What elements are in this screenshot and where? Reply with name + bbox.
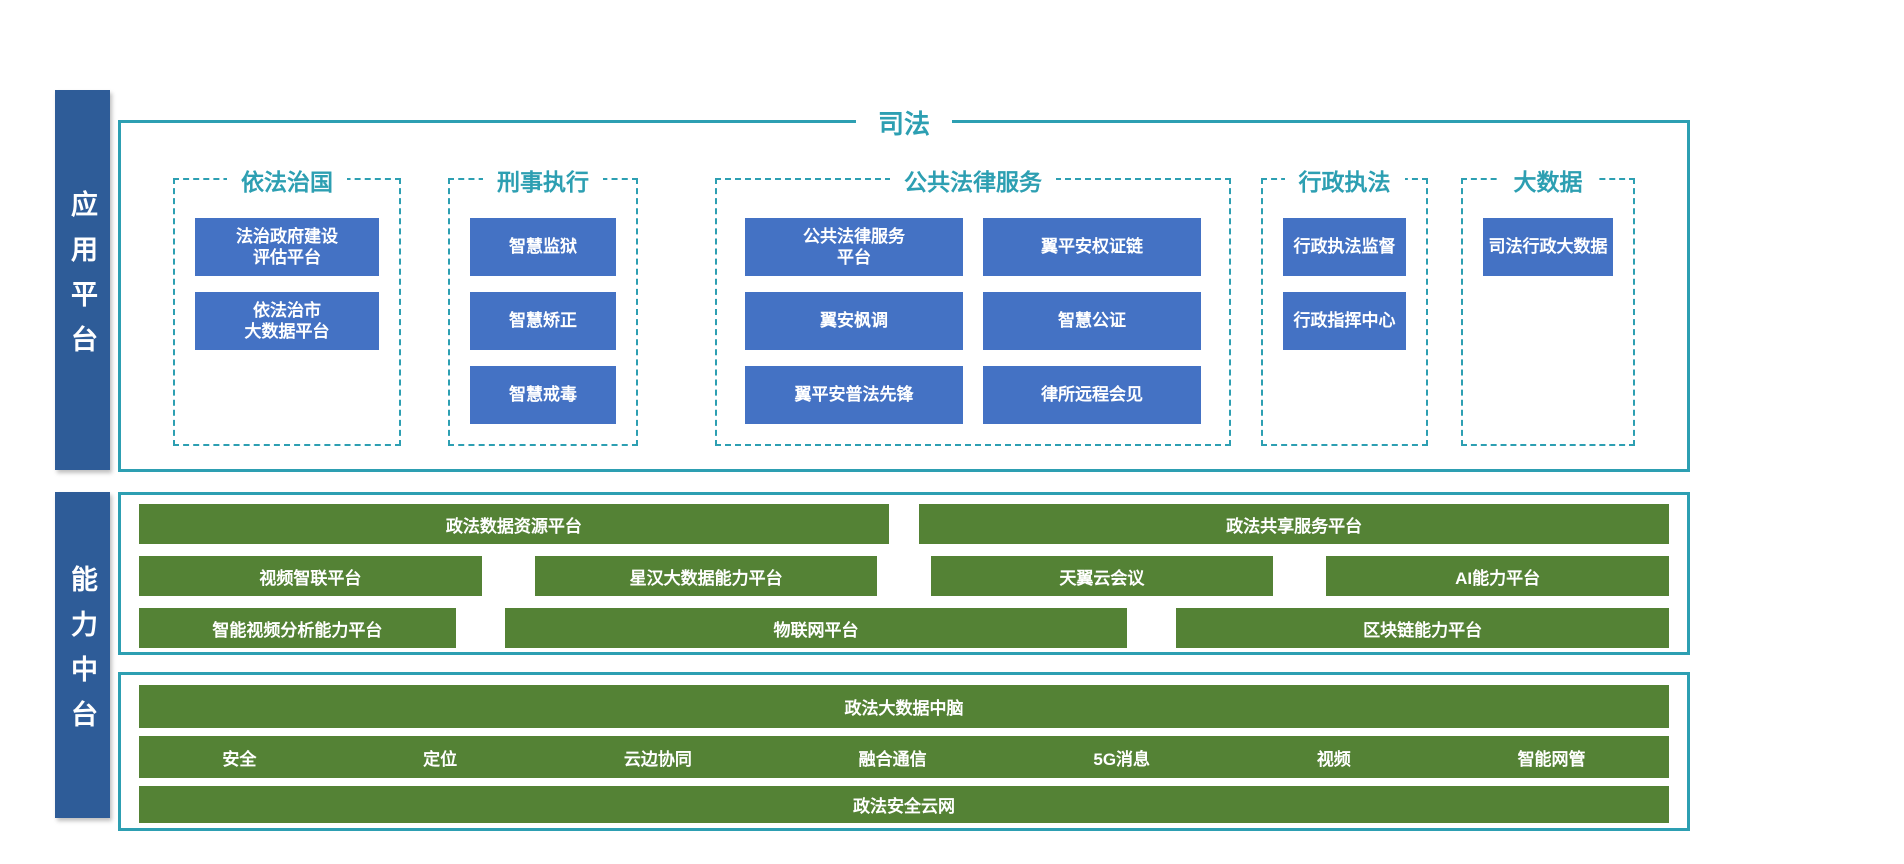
box-title-judiciary: 司法 [855, 104, 953, 141]
app-button: 翼安枫调 [745, 292, 963, 350]
app-button: 翼平安普法先锋 [745, 366, 963, 424]
section-title: 大数据 [1499, 163, 1597, 197]
capability-bar: AI能力平台 [1326, 556, 1669, 596]
capability-bar: 视频智联平台 [139, 556, 482, 596]
network-label: 安全 [222, 749, 257, 769]
network-label: 融合通信 [858, 749, 927, 769]
network-label: 视频 [1316, 749, 1351, 769]
sidebar-label-application-platform: 应用平台 [55, 90, 110, 470]
capability-network-bar: 安全 定位 云边协同 融合通信 5G消息 视频 智能网管 [139, 736, 1669, 778]
application-sections: 依法治国 法治政府建设 评估平台 依法治市 大数据平台 刑事执行 智慧监狱 智慧… [121, 123, 1687, 446]
app-button: 智慧公证 [983, 292, 1201, 350]
sidebar-label-capability-platform: 能力中台 [55, 492, 110, 818]
section-rule-of-law: 依法治国 法治政府建设 评估平台 依法治市 大数据平台 [173, 163, 401, 446]
capability-bar: 政法安全云网 [139, 786, 1669, 823]
app-button: 翼平安权证链 [983, 218, 1201, 276]
app-button: 依法治市 大数据平台 [195, 292, 379, 350]
section-criminal-execution: 刑事执行 智慧监狱 智慧矫正 智慧戒毒 [448, 163, 638, 446]
capability-bar: 星汉大数据能力平台 [534, 556, 878, 596]
capability-bar: 政法共享服务平台 [919, 504, 1669, 544]
capability-bar: 政法数据资源平台 [139, 504, 889, 544]
capability-row: 视频智联平台 星汉大数据能力平台 天翼云会议 AI能力平台 [139, 556, 1669, 596]
capability-row: 政法数据资源平台 政法共享服务平台 [139, 504, 1669, 544]
capability-bar: 智能视频分析能力平台 [139, 608, 456, 648]
app-button: 智慧矫正 [470, 292, 616, 350]
network-label: 智能网管 [1517, 749, 1586, 769]
section-title: 行政执法 [1284, 163, 1405, 197]
section-big-data: 大数据 司法行政大数据 [1461, 163, 1635, 446]
capability-bar: 区块链能力平台 [1176, 608, 1669, 648]
capability-upper-rows: 政法数据资源平台 政法共享服务平台 视频智联平台 星汉大数据能力平台 天翼云会议… [121, 495, 1687, 657]
section-title: 刑事执行 [483, 163, 603, 197]
section-administrative-law-enforcement: 行政执法 行政执法监督 行政指挥中心 [1261, 163, 1428, 446]
capability-bar: 物联网平台 [504, 608, 1128, 648]
section-title: 依法治国 [227, 163, 347, 197]
app-button: 智慧监狱 [470, 218, 616, 276]
capability-row: 智能视频分析能力平台 物联网平台 区块链能力平台 [139, 608, 1669, 648]
application-platform-box: 司法 依法治国 法治政府建设 评估平台 依法治市 大数据平台 刑事执行 智慧监狱… [118, 104, 1690, 472]
app-button: 司法行政大数据 [1483, 218, 1613, 276]
app-button: 公共法律服务 平台 [745, 218, 963, 276]
app-button: 律所远程会见 [983, 366, 1201, 424]
capability-bar: 天翼云会议 [930, 556, 1274, 596]
capability-lower-rows: 政法大数据中脑 安全 定位 云边协同 融合通信 5G消息 视频 智能网管 政法安… [121, 675, 1687, 833]
capability-upper-box: 政法数据资源平台 政法共享服务平台 视频智联平台 星汉大数据能力平台 天翼云会议… [118, 492, 1690, 655]
network-label: 定位 [423, 749, 458, 769]
capability-lower-box: 政法大数据中脑 安全 定位 云边协同 融合通信 5G消息 视频 智能网管 政法安… [118, 672, 1690, 831]
capability-bar: 政法大数据中脑 [139, 685, 1669, 728]
section-public-legal-service: 公共法律服务 公共法律服务 平台 翼平安权证链 翼安枫调 智慧公证 翼平安普法先… [715, 163, 1231, 446]
network-label: 5G消息 [1093, 749, 1151, 769]
app-button: 法治政府建设 评估平台 [195, 218, 379, 276]
app-button: 智慧戒毒 [470, 366, 616, 424]
section-title: 公共法律服务 [890, 163, 1056, 197]
app-button: 行政执法监督 [1283, 218, 1406, 276]
network-label: 云边协同 [623, 749, 692, 769]
app-button: 行政指挥中心 [1283, 292, 1406, 350]
